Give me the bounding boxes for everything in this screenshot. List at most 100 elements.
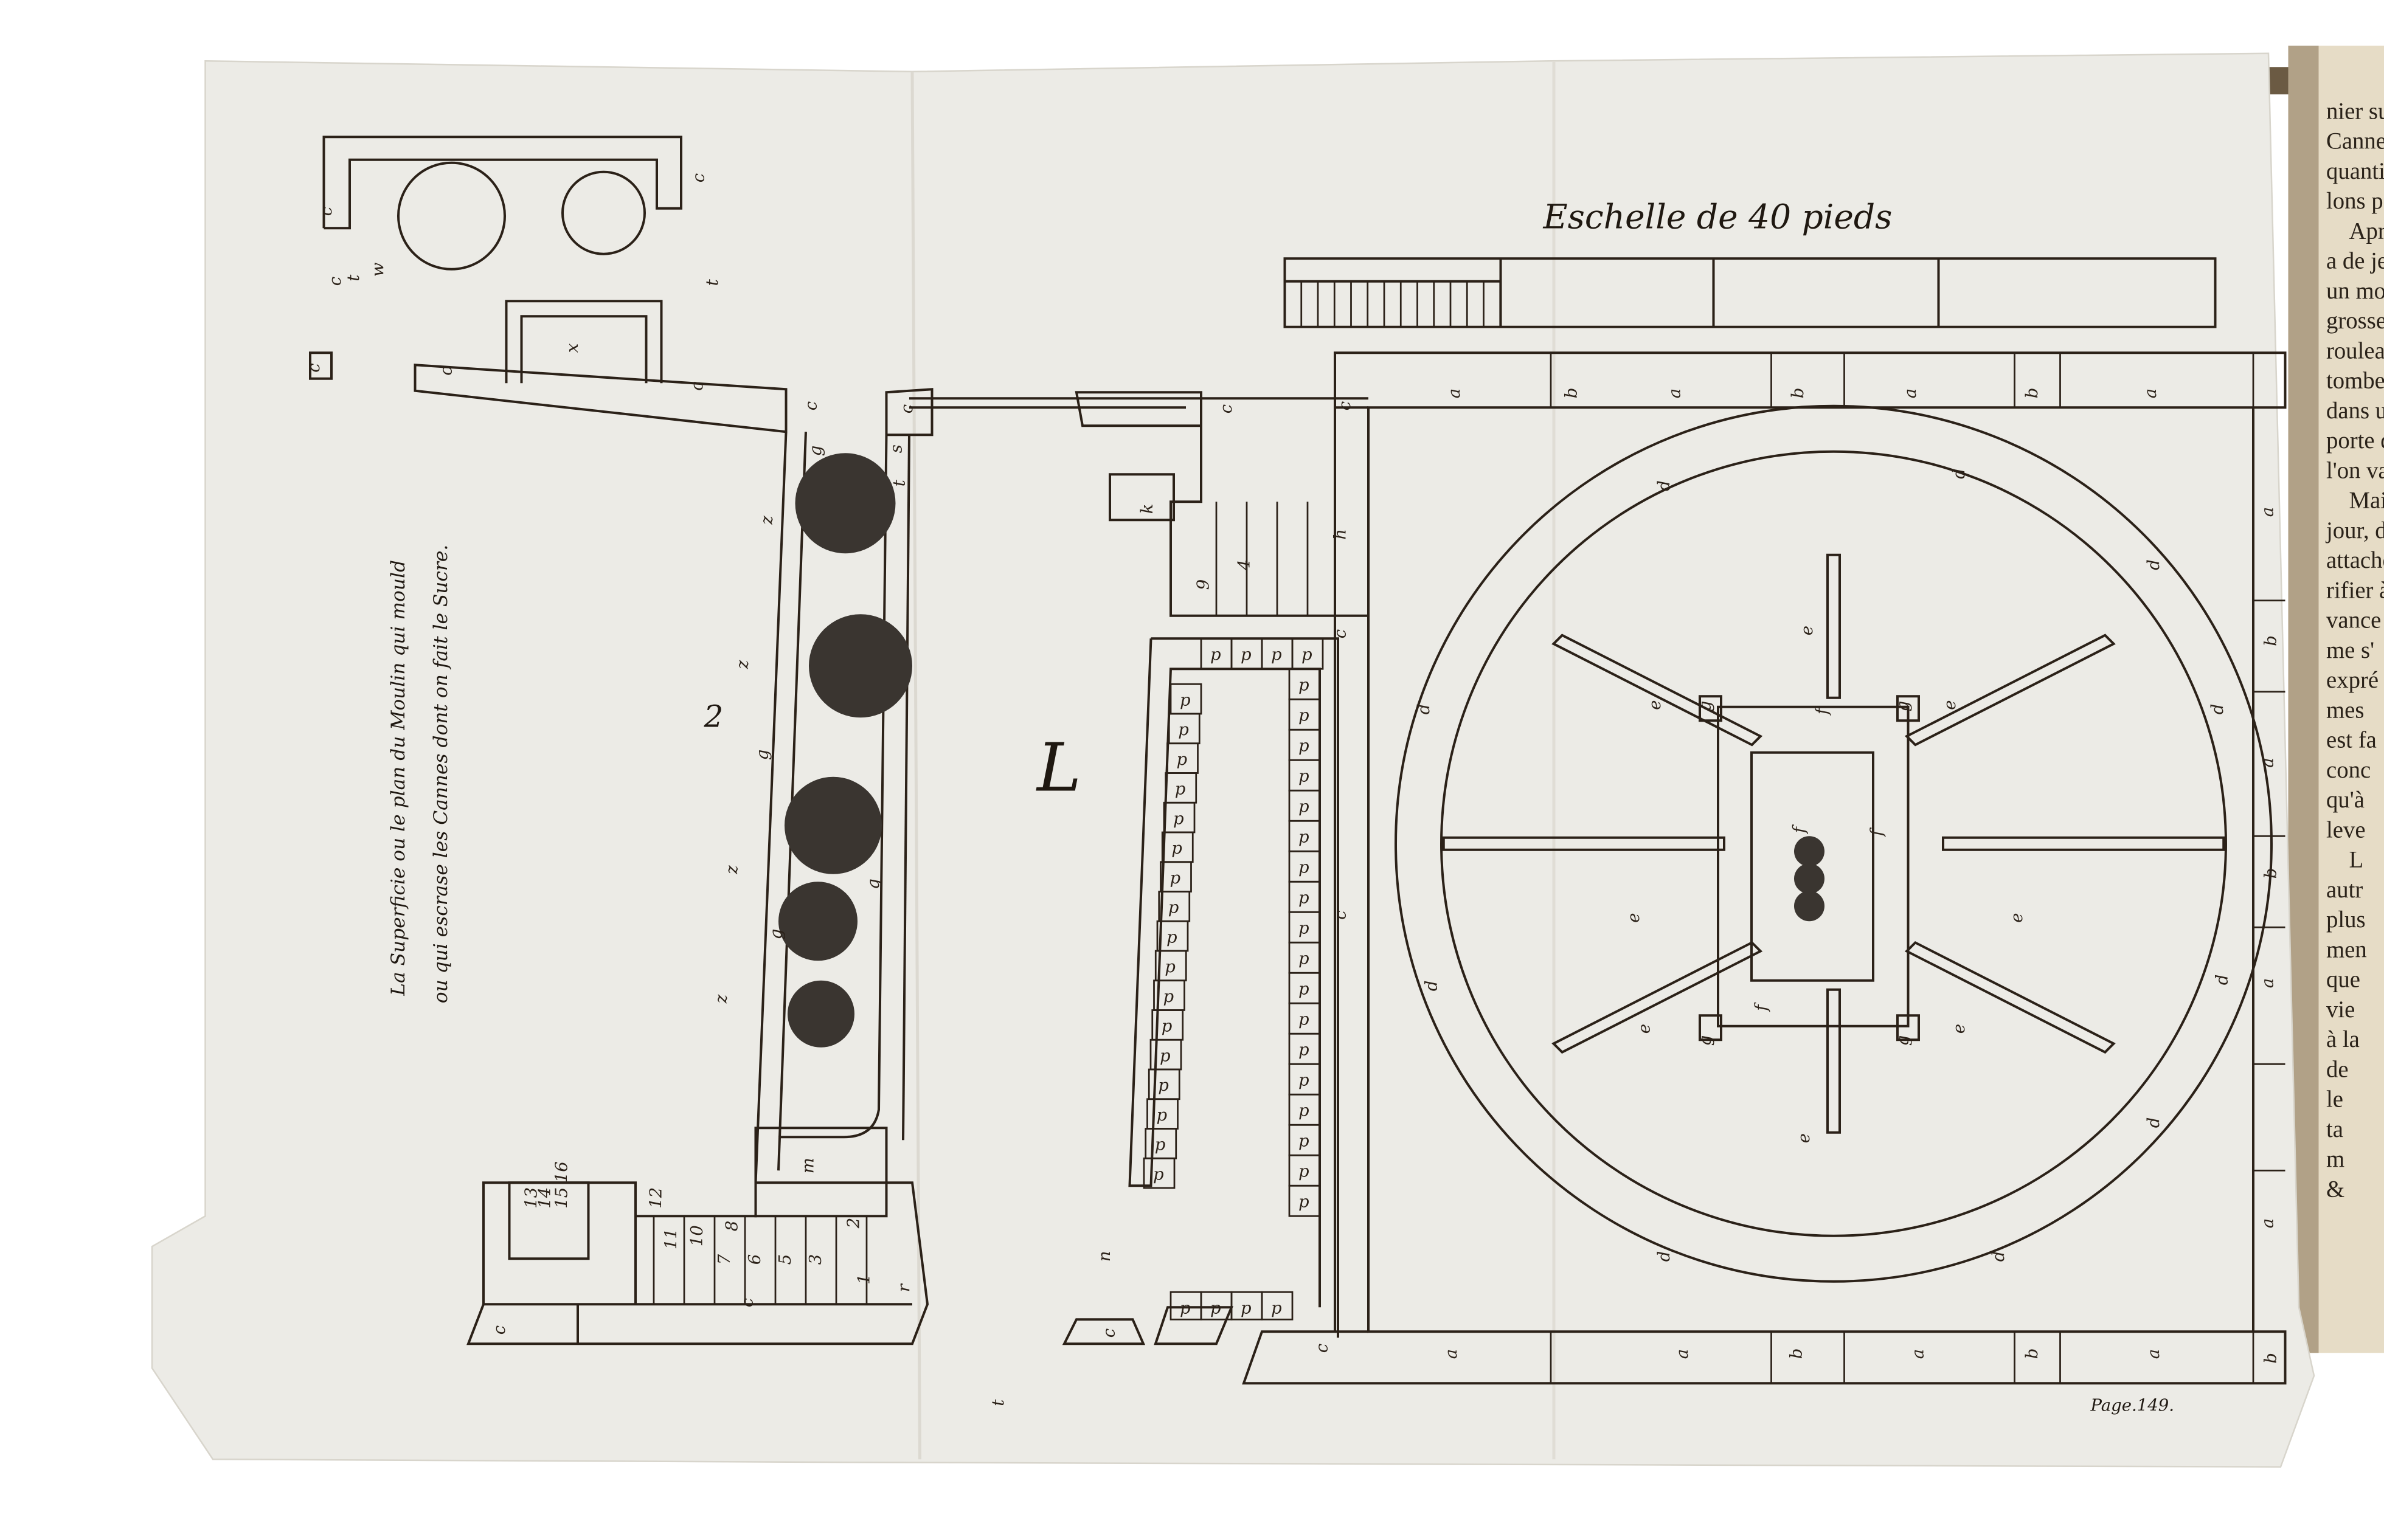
facing-page-line: à la <box>2326 1026 2360 1052</box>
center-roller <box>1794 891 1824 922</box>
p-cell-label: p <box>1157 1105 1168 1125</box>
plan-label: g <box>1696 701 1715 712</box>
plan-label: m <box>799 1158 818 1173</box>
plan-label: c <box>738 1298 757 1307</box>
band-cells <box>1550 353 2285 1384</box>
facing-page-line: qu'à <box>2326 787 2365 813</box>
stair-number: 13 <box>522 1187 541 1209</box>
plan-label: b <box>1788 388 1807 399</box>
p-cell-label: p <box>1298 675 1309 694</box>
p-cell-label: p <box>1298 736 1309 755</box>
plan-label: c <box>1312 1344 1332 1353</box>
facing-page-line: plus <box>2326 906 2366 933</box>
p-cell-label: p <box>1298 979 1309 998</box>
stair-number: 9 <box>1194 579 1213 590</box>
plan-label: a <box>2258 507 2278 517</box>
scale-ticks <box>1300 281 1502 327</box>
facing-page-line: Mais <box>2349 488 2384 514</box>
p-cell-label: p <box>1170 868 1181 888</box>
plan-label: a <box>1908 1349 1928 1359</box>
stair-number: 7 <box>715 1254 734 1265</box>
facing-page-line: un mon <box>2326 278 2384 304</box>
roller <box>778 882 858 961</box>
plan-label: f <box>1812 705 1832 716</box>
plan-label: e <box>1794 1133 1814 1143</box>
stair-number: 12 <box>646 1187 666 1209</box>
center-roller <box>1794 863 1824 894</box>
p-cell <box>1291 637 1324 670</box>
facing-page-line: jour, d <box>2325 517 2384 544</box>
stair-number: 6 <box>745 1254 764 1265</box>
mill-circle <box>1395 404 2273 1283</box>
plan-label: s <box>887 444 906 453</box>
plan-label: z <box>733 660 752 669</box>
roller <box>785 776 882 874</box>
plan-label: c <box>1335 401 1354 410</box>
plan-label: n <box>1095 1251 1114 1262</box>
p-cell-label: p <box>1177 750 1188 769</box>
plan-label: d <box>2208 704 2227 715</box>
center-roller <box>1794 836 1824 867</box>
p-cell <box>1143 1157 1176 1189</box>
caption-line-2: ou qui escrase les Cannes dont on fait l… <box>430 545 452 1004</box>
sweep-arms <box>1442 553 2225 1134</box>
plan-label: e <box>1949 1024 1969 1034</box>
plan-label: d <box>2212 975 2232 986</box>
p-cell-label: p <box>1155 1135 1166 1155</box>
plan-label: g <box>766 929 786 940</box>
stair-number: 5 <box>775 1254 795 1265</box>
roller-circles <box>778 453 912 1048</box>
scale-bar <box>1283 257 2217 328</box>
plan-label: a <box>1665 388 1685 398</box>
plan-label: d <box>1949 468 1969 479</box>
plan-label: a <box>1444 388 1464 398</box>
p-cell-label: p <box>1298 766 1309 786</box>
p-cell-label: p <box>1210 1298 1221 1317</box>
plan-label: b <box>2022 1348 2042 1359</box>
p-cell-label: p <box>1166 927 1177 947</box>
plan-label: f <box>1790 824 1809 834</box>
plan-label: a <box>1901 388 1920 398</box>
scale-title: Eschelle de 40 pieds <box>1543 197 1893 236</box>
plan-label: a <box>2258 978 2278 988</box>
facing-page-line: attache <box>2326 547 2384 573</box>
plan-label: z <box>712 994 731 1004</box>
facing-page-line: vance <box>2326 607 2381 634</box>
plan-label: a <box>2258 758 2278 767</box>
p-cell-label: p <box>1298 827 1309 846</box>
stair-number: 2 <box>844 1218 864 1229</box>
plan-label: e <box>1940 700 1960 710</box>
p-cell-label: p <box>1180 690 1191 710</box>
plan-label: f <box>1867 827 1887 837</box>
facing-page-line: vie <box>2326 996 2355 1023</box>
facing-page-line: a de jeun <box>2326 248 2384 274</box>
p-cell-label: p <box>1162 1017 1173 1036</box>
plan-label: t <box>890 479 909 486</box>
facing-page-line: l'on va <box>2326 457 2384 483</box>
sweep-arm <box>1551 634 1763 747</box>
stair-number: 11 <box>662 1228 681 1249</box>
plan-label: c <box>437 366 456 375</box>
facing-page-line: rouleaux <box>2326 337 2384 364</box>
plan-label: c <box>897 404 917 413</box>
plan-label: d <box>1989 1251 2008 1262</box>
facing-page-line: est fa <box>2326 727 2377 753</box>
p-cell-label: p <box>1298 1009 1309 1029</box>
p-cell-label: p <box>1271 1298 1282 1317</box>
plan-label: b <box>1787 1348 1806 1359</box>
p-cell-label: p <box>1241 1298 1252 1317</box>
p-cell-label: p <box>1241 644 1252 664</box>
facing-page-line: mes <box>2326 697 2364 723</box>
facing-page-line: ta <box>2326 1116 2343 1142</box>
plan-label: b <box>2261 635 2281 646</box>
plan-label: g <box>1893 1035 1913 1046</box>
stair-number: 14 <box>535 1187 555 1209</box>
facing-page-line: lons pas n <box>2326 188 2384 214</box>
sweep-arm <box>1826 553 1841 699</box>
plan-label: h <box>1331 529 1350 540</box>
p-cell-label: p <box>1298 705 1309 725</box>
